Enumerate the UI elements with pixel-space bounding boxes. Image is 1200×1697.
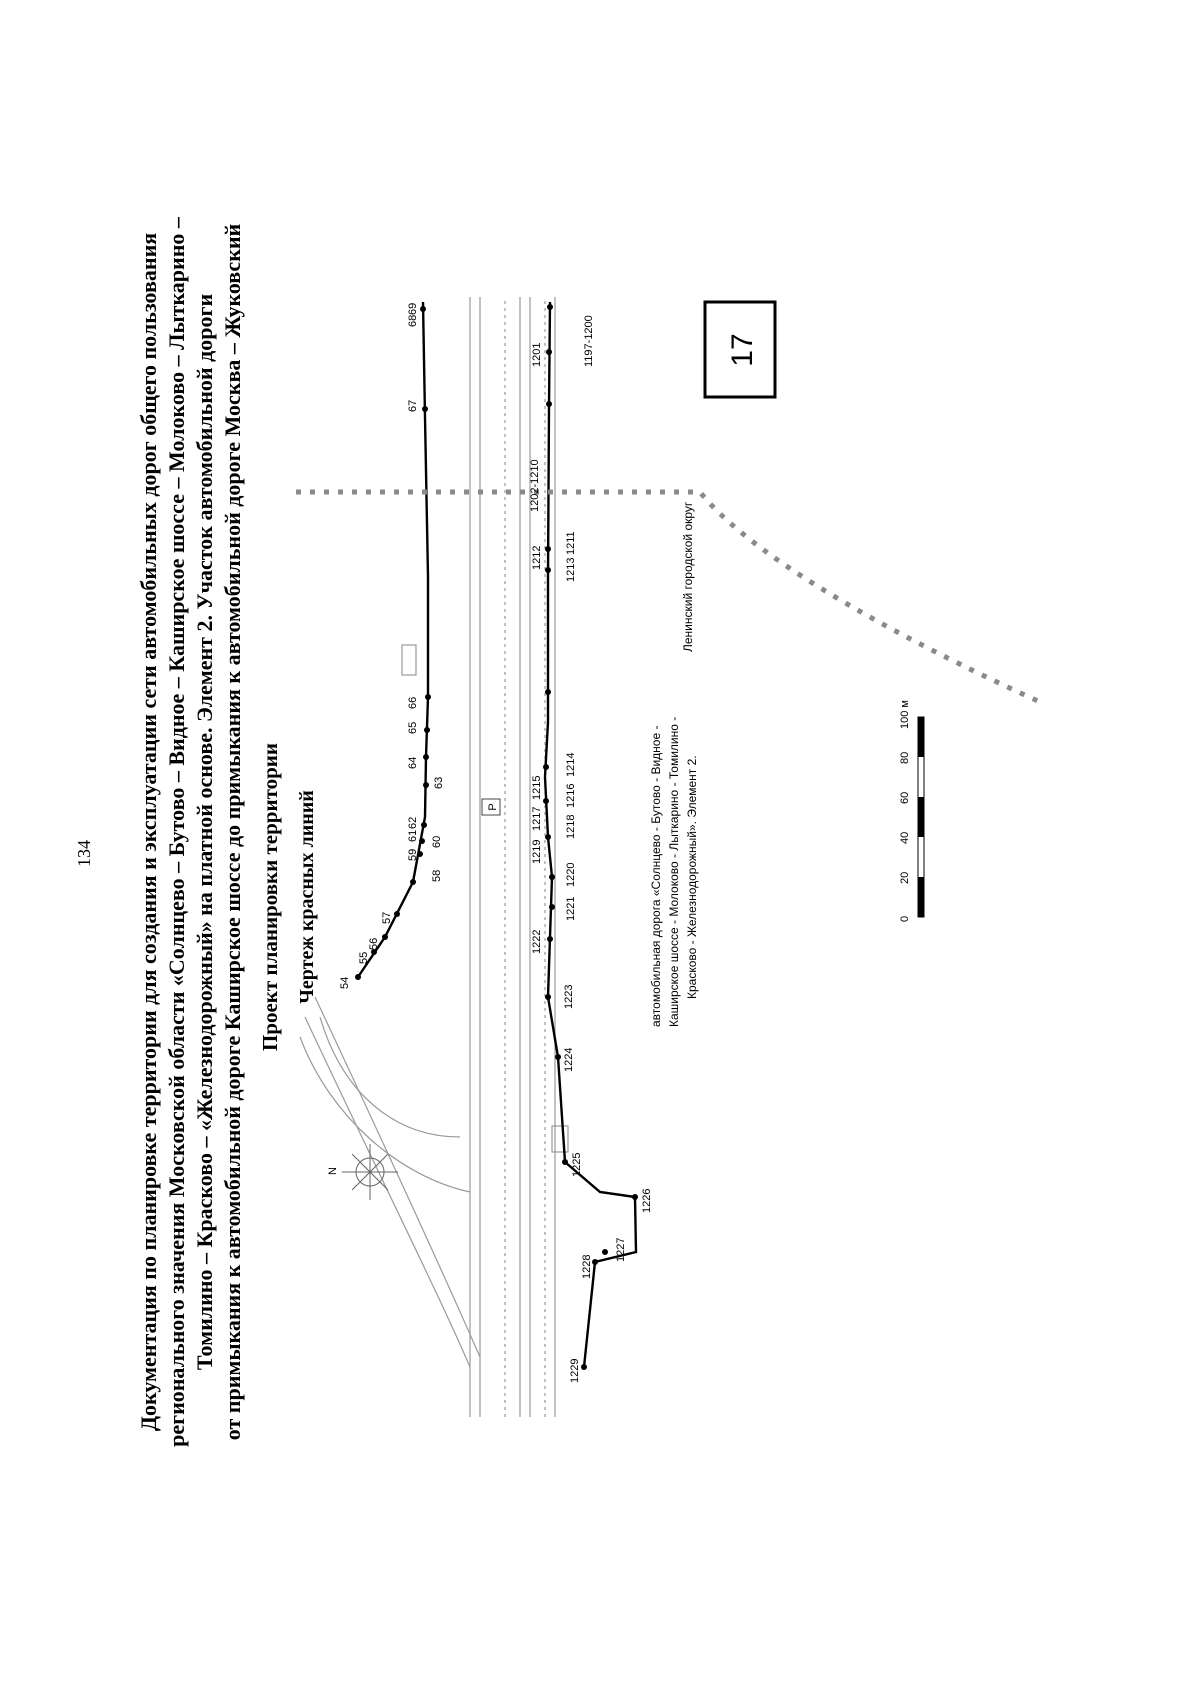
bottom-line-markers <box>543 304 638 1370</box>
point-label-64: 64 <box>407 757 419 769</box>
point-label-1212: 1212 <box>531 546 543 570</box>
scale-tick-0: 0 <box>899 916 911 922</box>
point-label-1224: 1224 <box>563 1048 575 1072</box>
legend-line-1: автомобильная дорога «Солнцево - Бутово … <box>649 726 663 1027</box>
point-label-1197-1200: 1197-1200 <box>583 315 595 367</box>
scale-tick-40: 40 <box>899 832 911 844</box>
scale-bar: 0 20 40 60 80 100 м <box>899 700 925 922</box>
top-line-markers <box>355 306 431 980</box>
district-boundary <box>296 489 1042 705</box>
point-label-1221: 1221 <box>565 897 577 921</box>
scale-tick-60: 60 <box>899 792 911 804</box>
point-label-57: 57 <box>381 912 393 924</box>
point-label-1226: 1226 <box>641 1189 653 1213</box>
point-label-58: 58 <box>431 870 443 882</box>
legend-line-2: Каширское шоссе - Молоково - Лыткарино -… <box>667 717 681 1027</box>
point-label-1201: 1201 <box>531 343 543 367</box>
point-label-63: 63 <box>433 777 445 789</box>
sheet-number: 17 <box>726 333 759 366</box>
point-label-1216: 1216 <box>565 784 577 808</box>
red-line-bottom <box>543 301 638 1368</box>
point-label-1229: 1229 <box>569 1359 581 1383</box>
point-label-65: 65 <box>407 722 419 734</box>
bottom-line-labels: 1229 1228 1227 1226 1225 1224 1223 1222 … <box>529 315 653 1383</box>
point-label-55: 55 <box>358 952 370 964</box>
point-label-1219: 1219 <box>531 840 543 864</box>
point-label-1220: 1220 <box>565 863 577 887</box>
parking-label: P <box>487 803 499 810</box>
point-label-69: 69 <box>407 303 419 315</box>
legend-line-3: Красково - Железнодорожный». Элемент 2. <box>685 755 699 999</box>
district-label: Ленинский городской округ <box>681 501 695 652</box>
road-edges <box>299 297 569 1417</box>
point-label-1223: 1223 <box>563 985 575 1009</box>
point-label-1218: 1218 <box>565 815 577 839</box>
point-label-67: 67 <box>407 400 419 412</box>
parking-sign-icon <box>481 798 501 816</box>
point-label-66: 66 <box>407 697 419 709</box>
point-label-60: 60 <box>431 836 443 848</box>
point-label-61: 61 <box>407 830 419 842</box>
point-label-1215: 1215 <box>531 776 543 800</box>
scale-tick-80: 80 <box>899 752 911 764</box>
point-label-1202-1210: 1202-1210 <box>529 459 541 512</box>
point-label-68: 68 <box>407 315 419 327</box>
scale-tick-20: 20 <box>899 872 911 884</box>
point-label-1228: 1228 <box>581 1255 593 1279</box>
point-label-1213: 1213 <box>565 558 577 582</box>
point-label-59: 59 <box>407 849 419 861</box>
point-label-1214: 1214 <box>565 753 577 777</box>
point-label-56: 56 <box>368 938 380 950</box>
scale-tick-100: 100 м <box>899 700 911 729</box>
compass-label: N <box>327 1167 339 1175</box>
point-label-54: 54 <box>339 977 351 989</box>
point-label-1211: 1211 <box>565 531 577 555</box>
point-label-1222: 1222 <box>531 930 543 954</box>
point-label-1217: 1217 <box>531 807 543 831</box>
sheet-number-frame <box>703 300 777 399</box>
map-legend: автомобильная дорога «Солнцево - Бутово … <box>649 717 699 1027</box>
point-label-62: 62 <box>407 817 419 829</box>
point-label-1227: 1227 <box>615 1238 627 1262</box>
top-line-labels: 54 55 56 57 58 59 60 61 62 63 64 65 66 6… <box>339 303 445 989</box>
point-label-1225: 1225 <box>571 1153 583 1177</box>
compass-rose <box>342 1144 398 1200</box>
